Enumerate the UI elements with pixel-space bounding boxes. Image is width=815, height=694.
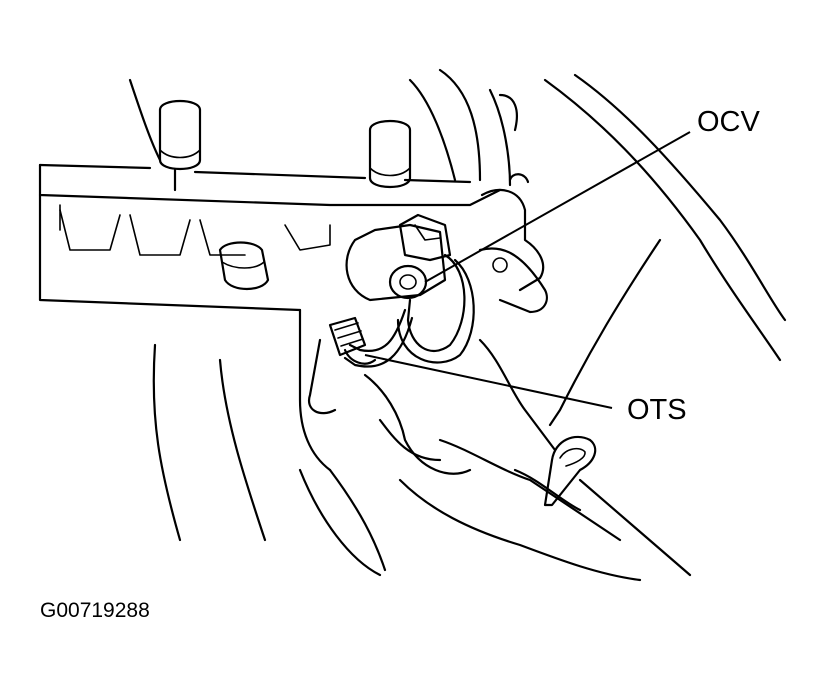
ocv-leader-line <box>424 131 691 283</box>
ots-leader-line <box>364 354 613 409</box>
engine-block <box>152 308 642 582</box>
ocv-label: OCV <box>697 106 760 138</box>
wiring-harness <box>343 253 475 368</box>
right-pipe <box>543 73 787 577</box>
ocv-solenoid <box>345 173 548 314</box>
ots-label: OTS <box>627 394 687 426</box>
intake-manifold <box>38 68 518 312</box>
ots-sensor <box>328 316 377 365</box>
figure-id: G00719288 <box>40 599 150 622</box>
injector-boss-left <box>158 99 202 192</box>
dipstick-handle <box>543 435 597 507</box>
injector-boss-right <box>368 119 412 189</box>
manifold-stud <box>218 241 270 291</box>
